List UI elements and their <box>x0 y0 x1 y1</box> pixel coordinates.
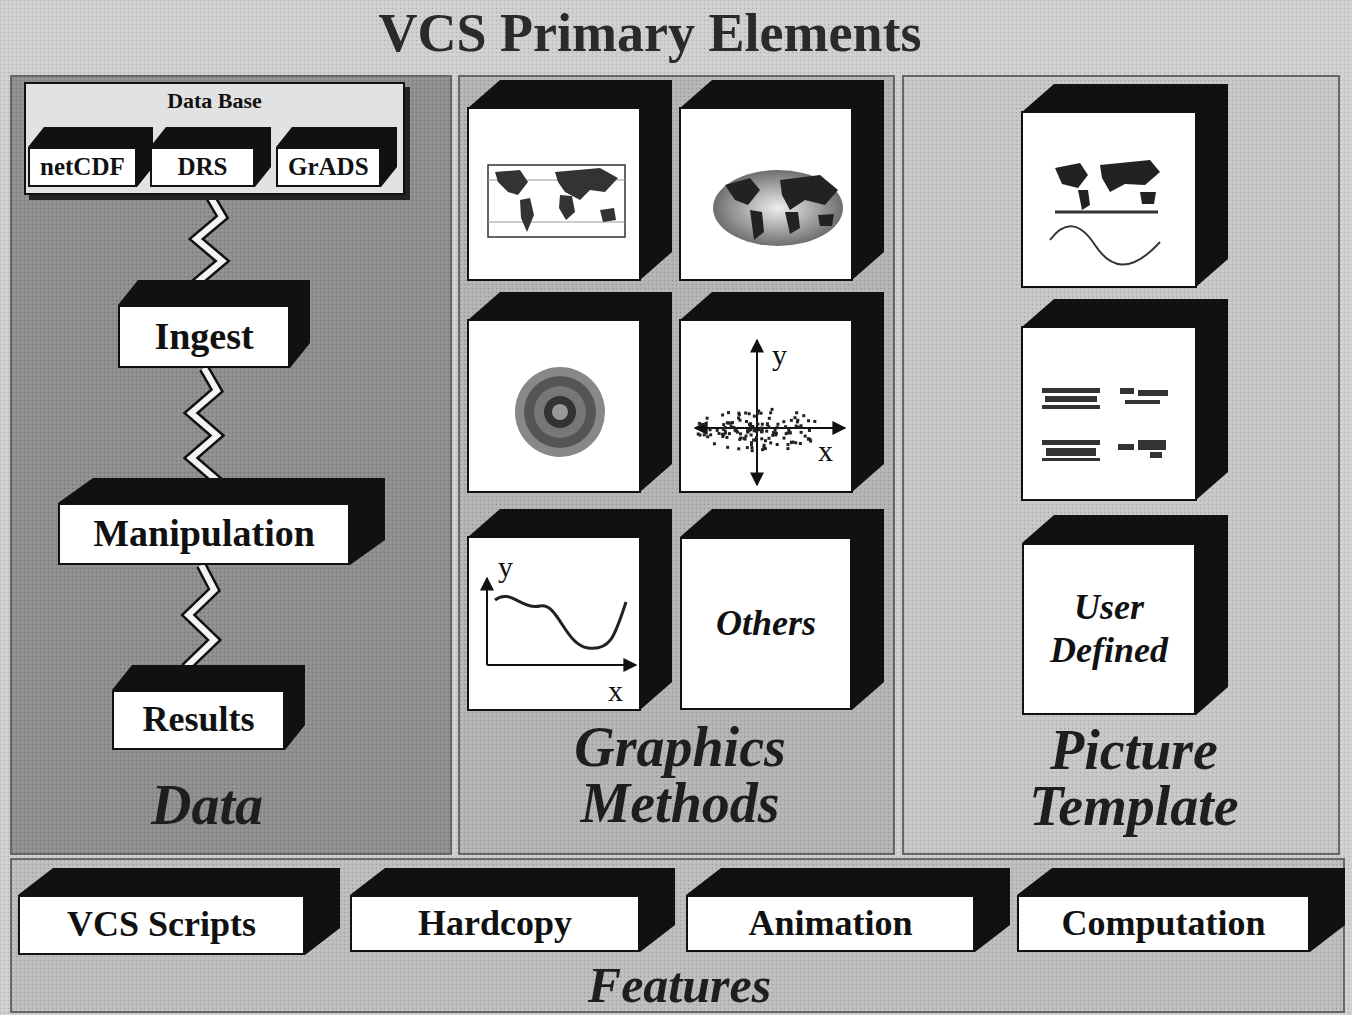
axis-letter: y <box>772 340 787 370</box>
panel-heading: Graphics Methods <box>520 719 840 831</box>
box-label: Others <box>716 602 816 645</box>
block-box: Animation <box>686 895 975 952</box>
box-label: Hardcopy <box>418 902 572 945</box>
axis-letter: y <box>498 552 513 582</box>
block-box: netCDF <box>28 147 137 187</box>
block-box: Manipulation <box>58 503 350 565</box>
panel-heading: Picture Template <box>974 722 1294 834</box>
box-label: VCS Scripts <box>67 903 256 946</box>
axis-letter: x <box>818 436 833 466</box>
template-multi-map-icon <box>1042 388 1168 461</box>
map-plot-icon <box>488 165 625 237</box>
axis-letter: x <box>608 676 623 706</box>
block-box: Others <box>680 537 852 710</box>
box-label: User Defined <box>1034 586 1184 672</box>
box-label: netCDF <box>40 152 125 182</box>
block-box: User Defined <box>1022 543 1196 715</box>
block-box: VCS Scripts <box>18 895 305 955</box>
line-plot-icon <box>487 578 636 665</box>
box-label: GrADS <box>288 152 369 182</box>
panel: Data Data Base netCDF DRS GrADS IngestManipul… <box>10 75 452 855</box>
panel: Picture Template User Defined <box>902 75 1340 855</box>
block-box: Computation <box>1017 895 1310 952</box>
box-label: Animation <box>748 902 912 945</box>
database-box: Data Base netCDF DRS GrADS <box>24 82 405 195</box>
block-box: Ingest <box>118 305 290 368</box>
contour-icon <box>515 367 605 457</box>
box-label: Manipulation <box>93 511 315 557</box>
block-box: Results <box>112 690 285 750</box>
box-label: Computation <box>1061 902 1265 945</box>
box-label: Ingest <box>154 314 253 360</box>
scatter-icon <box>695 340 845 485</box>
panel: Features VCS Scripts Hardcopy Animation Comp… <box>10 858 1345 1013</box>
block-box: GrADS <box>276 147 381 187</box>
block-box: DRS <box>150 147 255 187</box>
block-box: Hardcopy <box>350 895 640 952</box>
globe-map-icon <box>713 170 843 246</box>
panel-heading: Features <box>412 960 947 1010</box>
diagram-title: VCS Primary Elements <box>0 4 1300 63</box>
template-map-graph-icon <box>1050 160 1160 265</box>
box-label: Data Base <box>26 84 403 114</box>
box-label: Results <box>142 698 254 741</box>
box-label: DRS <box>177 152 227 182</box>
panel-heading: Data <box>42 777 372 833</box>
picture-boxes <box>468 80 1228 710</box>
